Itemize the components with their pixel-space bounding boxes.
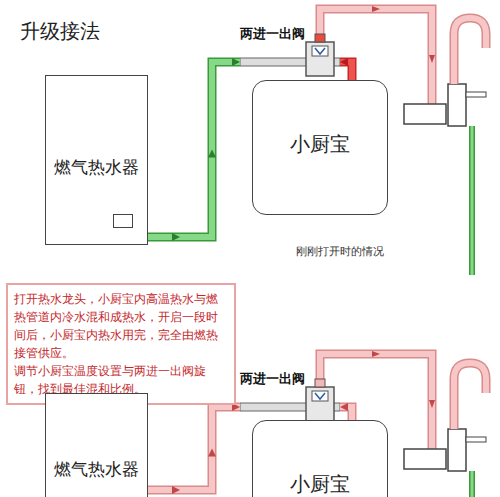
faucet-spout-outline xyxy=(454,363,486,429)
water-tank-box: 小厨宝 xyxy=(252,80,388,215)
arrowhead xyxy=(340,58,348,66)
cold-pipe-outline xyxy=(469,471,475,497)
arrowhead xyxy=(172,486,180,494)
cold-pipe xyxy=(471,471,474,497)
valve-label: 两进一出阀 xyxy=(240,26,305,43)
tank-label: 小厨宝 xyxy=(253,471,387,497)
tank-label: 小厨宝 xyxy=(253,131,387,158)
faucet-body xyxy=(448,429,466,471)
two-in-one-out-valve: 两进一出阀 xyxy=(240,26,340,78)
arrowhead xyxy=(208,449,216,457)
arrowhead xyxy=(232,58,240,66)
faucet-spout xyxy=(454,363,486,429)
pipe-stroke xyxy=(148,407,240,490)
note-box: 打开热水龙头，小厨宝内高温热水与燃热管道内冷水混和成热水，开启一段时间后，小厨宝… xyxy=(6,283,236,405)
gas-heater-box: 燃气热水器 xyxy=(45,393,148,497)
faucet-handle xyxy=(466,437,486,442)
pipe-connector xyxy=(148,403,240,494)
wall-fitting xyxy=(404,104,446,124)
two-in-one-out-valve: 两进一出阀 xyxy=(240,371,340,423)
flow-arrow xyxy=(372,351,380,357)
diagram-title: 升级接法 xyxy=(20,18,100,45)
pipe-stroke xyxy=(148,407,240,490)
control-panel xyxy=(113,214,133,228)
pipe-connector xyxy=(148,58,240,241)
pipe-connector xyxy=(340,58,352,80)
faucet-body xyxy=(448,84,466,126)
heater-label: 燃气热水器 xyxy=(46,458,147,481)
flow-arrow xyxy=(372,6,380,12)
valve-label: 两进一出阀 xyxy=(240,371,305,388)
pipe-connector xyxy=(340,403,352,420)
heater-label: 燃气热水器 xyxy=(46,156,147,179)
faucet-spout xyxy=(454,18,486,84)
note-text: 打开热水龙头，小厨宝内高温热水与燃热管道内冷水混和成热水，开启一段时间后，小厨宝… xyxy=(14,290,228,362)
cold-pipe-outline xyxy=(469,126,475,275)
cold-pipe xyxy=(471,126,474,275)
pipe-stroke xyxy=(148,62,240,237)
arrowhead xyxy=(208,150,216,158)
faucet-handle xyxy=(466,92,486,97)
pipe-stroke xyxy=(148,62,240,237)
flow-arrow xyxy=(429,55,435,63)
caption-label: 刚刚打开时的情况 xyxy=(296,244,384,259)
arrowhead xyxy=(340,403,348,411)
wall-fitting xyxy=(404,449,446,469)
flow-arrow xyxy=(429,400,435,408)
arrowhead xyxy=(172,233,180,241)
gas-heater-box: 燃气热水器 xyxy=(45,75,148,245)
water-tank-box: 小厨宝 xyxy=(252,420,388,497)
faucet-spout-outline xyxy=(454,18,486,84)
